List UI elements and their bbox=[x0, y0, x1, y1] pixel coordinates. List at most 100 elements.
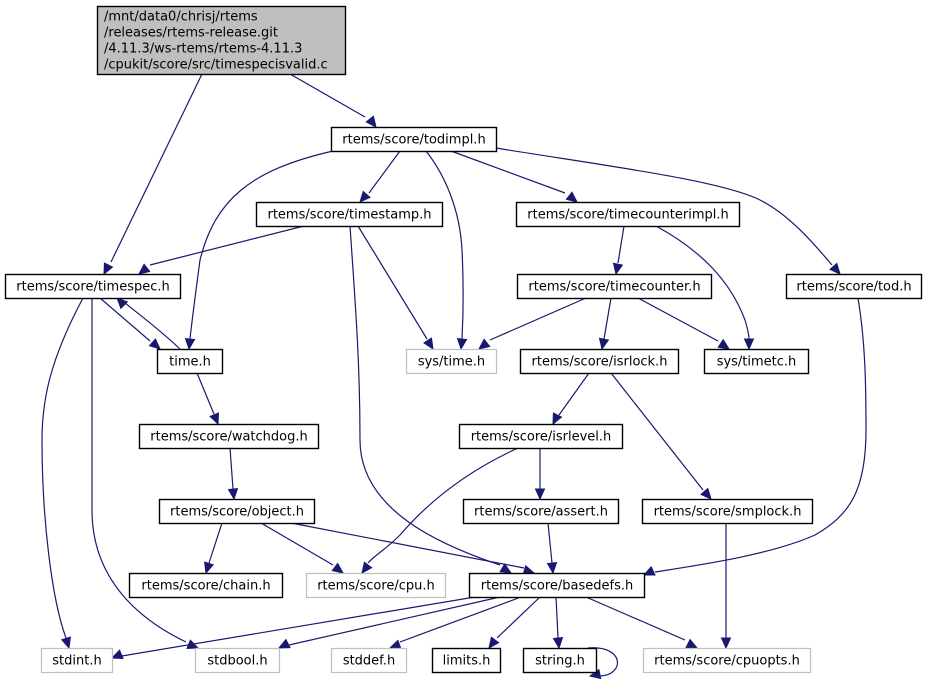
edge-line bbox=[558, 372, 590, 416]
edge-line bbox=[547, 522, 553, 564]
edge-timespec-to-time bbox=[99, 297, 161, 350]
node-chain[interactable]: rtems/score/chain.h bbox=[128, 572, 284, 599]
node-label: rtems/score/assert.h bbox=[474, 505, 608, 520]
arrowhead-icon bbox=[685, 638, 699, 649]
arrowhead-icon bbox=[552, 412, 563, 426]
arrowhead-icon bbox=[743, 338, 755, 351]
edge-isrlevel-to-cpu bbox=[361, 447, 519, 574]
arrowhead-icon bbox=[227, 488, 239, 501]
node-box bbox=[96, 5, 347, 76]
arrowhead-icon bbox=[552, 637, 564, 650]
edge-line bbox=[91, 298, 187, 643]
node-cpu: rtems/score/cpu.h bbox=[305, 572, 447, 599]
node-label: rtems/score/timespec.h bbox=[16, 280, 169, 295]
edge-line bbox=[367, 447, 519, 564]
node-systime: sys/time.h bbox=[405, 348, 498, 375]
node-label: sys/time.h bbox=[418, 355, 485, 370]
arrowhead-icon bbox=[138, 263, 151, 275]
node-timespec[interactable]: rtems/score/timespec.h bbox=[4, 273, 182, 300]
node-label: rtems/score/isrlock.h bbox=[532, 355, 668, 370]
arrowhead-icon bbox=[642, 565, 656, 576]
arrowhead-icon bbox=[422, 337, 434, 351]
edge-line bbox=[290, 522, 525, 569]
edge-timespec-to-stdint bbox=[41, 297, 84, 650]
arrowhead-icon bbox=[534, 488, 546, 501]
edge-line bbox=[610, 372, 704, 491]
node-systimetc[interactable]: sys/timetc.h bbox=[703, 348, 810, 375]
arrowhead-icon bbox=[598, 337, 610, 351]
node-object[interactable]: rtems/score/object.h bbox=[158, 498, 316, 525]
edge-line bbox=[260, 522, 334, 566]
edge-line bbox=[603, 297, 612, 340]
arrowhead-icon bbox=[361, 561, 373, 574]
edge-todimpl-to-timecounterimpl bbox=[450, 150, 578, 203]
node-limits[interactable]: limits.h bbox=[431, 647, 502, 674]
arrowhead-icon bbox=[209, 412, 220, 426]
edge-line bbox=[149, 225, 305, 266]
node-timecounterimpl[interactable]: rtems/score/timecounterimpl.h bbox=[515, 201, 741, 228]
edge-line bbox=[110, 73, 203, 263]
node-box bbox=[40, 647, 114, 674]
node-box bbox=[458, 423, 624, 450]
arrowhead-icon bbox=[488, 636, 500, 649]
arrowhead-icon bbox=[612, 262, 624, 276]
node-box bbox=[255, 201, 444, 228]
node-tod[interactable]: rtems/score/tod.h bbox=[785, 273, 923, 300]
node-box bbox=[431, 647, 502, 674]
arrowhead-icon bbox=[148, 338, 161, 350]
edge-smplock-to-cpuopts bbox=[720, 523, 732, 650]
edge-isrlevel-to-assert bbox=[534, 448, 546, 501]
node-smplock[interactable]: rtems/score/smplock.h bbox=[641, 498, 814, 525]
arrowhead-icon bbox=[277, 638, 291, 649]
edge-line bbox=[41, 297, 84, 639]
node-box bbox=[522, 647, 598, 674]
node-isrlevel[interactable]: rtems/score/isrlevel.h bbox=[458, 423, 624, 450]
node-box bbox=[519, 348, 680, 375]
node-label: /releases/rtems-release.git bbox=[104, 26, 278, 41]
node-time[interactable]: time.h bbox=[156, 348, 224, 375]
arrowhead-icon bbox=[204, 561, 215, 575]
edge-line bbox=[495, 147, 833, 266]
edge-basedefs-to-stdbool bbox=[277, 596, 501, 649]
edge-line bbox=[124, 302, 181, 350]
node-label: rtems/score/chain.h bbox=[141, 579, 270, 594]
edge-line bbox=[229, 447, 234, 490]
node-basedefs[interactable]: rtems/score/basedefs.h bbox=[468, 572, 646, 599]
edge-object-to-chain bbox=[204, 522, 223, 575]
edge-timecounter-to-systimetc bbox=[637, 297, 731, 350]
node-label: stdint.h bbox=[52, 654, 101, 669]
edge-basedefs-to-string bbox=[552, 596, 564, 650]
node-isrlock[interactable]: rtems/score/isrlock.h bbox=[519, 348, 680, 375]
arrowhead-icon bbox=[565, 191, 578, 203]
arrowhead-icon bbox=[60, 636, 71, 650]
node-label: rtems/score/cpuopts.h bbox=[654, 654, 800, 669]
edge-timestamp-to-basedefs bbox=[349, 225, 513, 574]
edges-layer bbox=[41, 73, 867, 679]
edge-object-to-cpu bbox=[260, 522, 344, 574]
node-label: sys/timetc.h bbox=[717, 355, 797, 370]
edge-line bbox=[654, 297, 867, 573]
arrowhead-icon bbox=[478, 338, 491, 350]
edge-watchdog-to-object bbox=[227, 447, 239, 501]
arrowhead-icon bbox=[700, 487, 712, 500]
node-string[interactable]: string.h bbox=[522, 647, 598, 674]
node-label: rtems/score/watchdog.h bbox=[150, 430, 307, 445]
node-timecounter[interactable]: rtems/score/timecounter.h bbox=[516, 273, 713, 300]
node-todimpl[interactable]: rtems/score/todimpl.h bbox=[330, 126, 498, 153]
node-root[interactable]: /mnt/data0/chrisj/rtems/releases/rtems-r… bbox=[96, 5, 347, 76]
edge-timestamp-to-timespec bbox=[138, 225, 305, 275]
edge-line bbox=[349, 225, 501, 566]
node-label: /cpukit/score/src/timespecisvalid.c bbox=[104, 58, 328, 73]
arrowhead-icon bbox=[388, 639, 402, 650]
edge-basedefs-to-limits bbox=[488, 596, 541, 649]
node-box bbox=[515, 201, 741, 228]
edge-line bbox=[450, 150, 566, 194]
edge-line bbox=[288, 596, 501, 646]
edge-line bbox=[587, 647, 618, 677]
node-timestamp[interactable]: rtems/score/timestamp.h bbox=[255, 201, 444, 228]
edge-timecounterimpl-to-timecounter bbox=[612, 225, 625, 276]
node-assert[interactable]: rtems/score/assert.h bbox=[462, 498, 620, 525]
node-watchdog[interactable]: rtems/score/watchdog.h bbox=[138, 423, 320, 450]
node-box bbox=[4, 273, 182, 300]
edge-line bbox=[585, 596, 686, 641]
